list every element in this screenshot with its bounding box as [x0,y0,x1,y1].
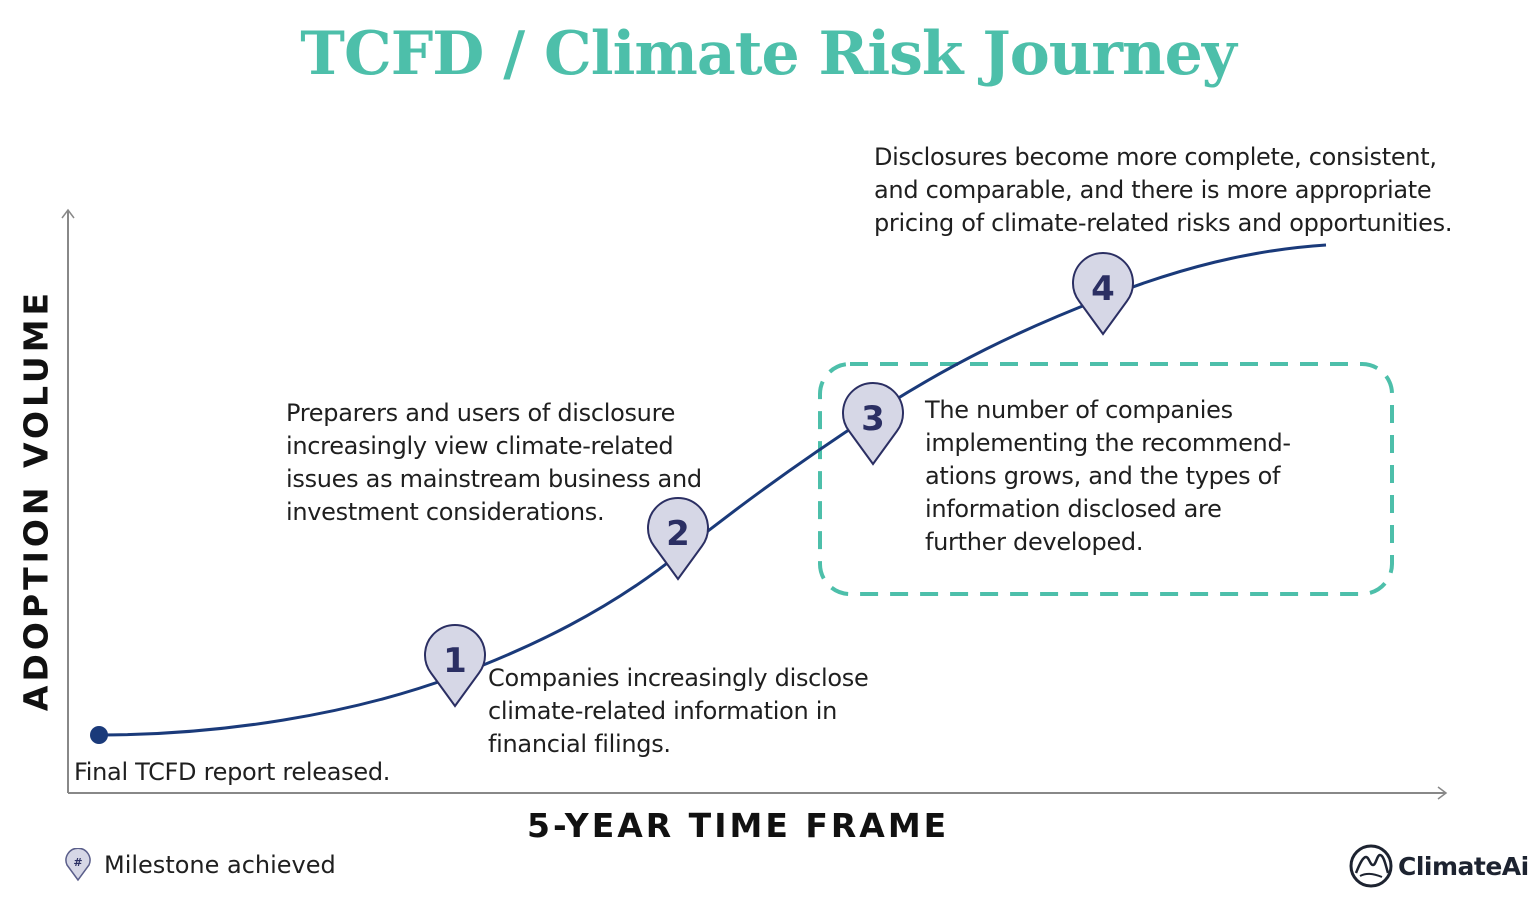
text-line: pricing of climate-related risks and opp… [874,209,1453,237]
milestone-1-description: Companies increasingly disclose climate-… [488,662,869,761]
milestone-pin-3[interactable]: 3 [842,382,904,466]
milestone-pin-1[interactable]: 1 [424,624,486,708]
legend-label: Milestone achieved [104,851,336,879]
milestone-3-description: The number of companies implementing the… [925,394,1291,559]
legend: # Milestone achieved [64,848,336,882]
text-line: Preparers and users of disclosure [286,399,676,427]
text-line: Disclosures become more complete, consis… [874,143,1437,171]
x-axis-arrow-icon [1437,786,1448,800]
text-line: The number of companies [925,396,1233,424]
axes [61,208,1448,800]
mountain-logo-icon [1349,844,1393,888]
page-title: TCFD / Climate Risk Journey [300,19,1236,89]
highlight-box [818,362,1394,596]
map-pin-icon [647,497,709,581]
text-line: financial filings. [488,730,671,758]
map-pin-icon [842,382,904,466]
milestone-number: 2 [666,514,690,554]
text-line: investment considerations. [286,498,605,526]
climateai-logo: ClimateAi [1348,843,1529,889]
milestone-number: 1 [443,641,467,681]
milestone-pin-2[interactable]: 2 [647,497,709,581]
milestone-pin-4[interactable]: 4 [1072,252,1134,336]
map-pin-icon [1072,252,1134,336]
svg-text:#: # [73,856,82,869]
text-line: further developed. [925,528,1144,556]
text-line: implementing the recommend- [925,429,1291,457]
text-line: Companies increasingly disclose [488,664,869,692]
logo-text: ClimateAi [1398,851,1529,881]
text-line: climate-related information in [488,697,837,725]
x-axis-label: 5-YEAR TIME FRAME [527,806,950,845]
text-line: information disclosed are [925,495,1222,523]
milestone-pin-legend-icon: # [65,848,91,882]
map-pin-icon [424,624,486,708]
milestone-number: 3 [861,399,885,439]
y-axis-arrow-icon [61,208,75,219]
text-line: and comparable, and there is more approp… [874,176,1432,204]
start-point-dot [90,726,108,744]
milestone-number: 4 [1091,269,1115,309]
milestone-2-description: Preparers and users of disclosure increa… [286,397,702,529]
y-axis-label: ADOPTION VOLUME [16,288,56,712]
text-line: increasingly view climate-related [286,432,674,460]
start-point-label: Final TCFD report released. [74,758,391,786]
text-line: issues as mainstream business and [286,465,702,493]
text-line: ations grows, and the types of [925,462,1281,490]
milestone-4-description: Disclosures become more complete, consis… [874,141,1452,240]
